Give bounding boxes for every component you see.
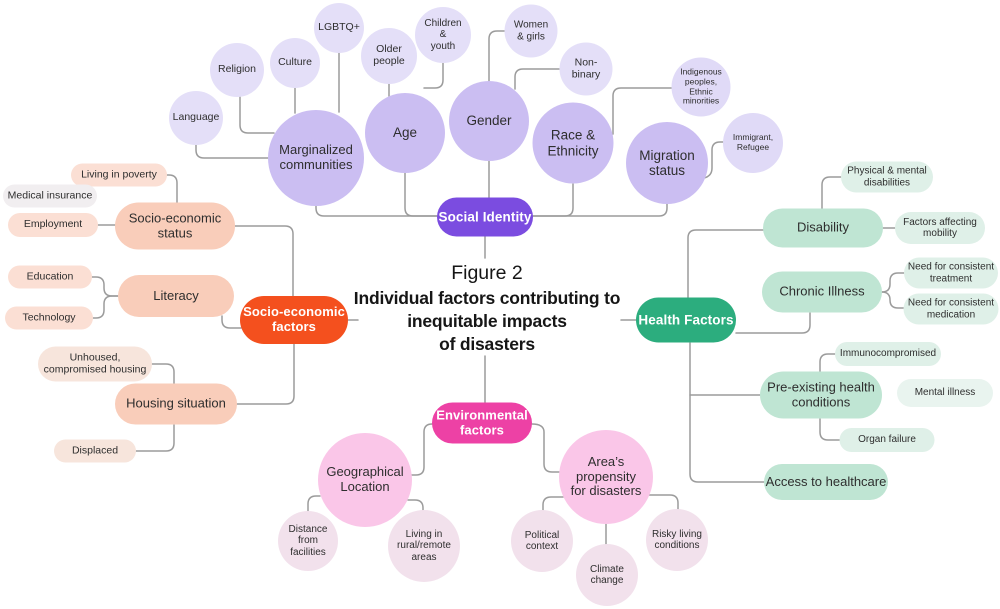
- hub-health-factors: Health Factors: [636, 297, 736, 343]
- node-immunocompromised: Immunocompromised: [835, 342, 941, 366]
- node-organ-failure: Organ failure: [839, 428, 935, 452]
- node-living-rural-remote: Living in rural/remote areas: [388, 510, 460, 582]
- node-language: Language: [169, 91, 223, 145]
- node-access-to-healthcare: Access to healthcare: [764, 464, 888, 500]
- node-chronic-illness: Chronic Illness: [762, 271, 882, 313]
- node-lgbtq: LGBTQ+: [314, 3, 364, 53]
- figure-title-line-1: Individual factors contributing to: [353, 288, 621, 308]
- node-geographical-location: Geographical Location: [318, 433, 412, 527]
- node-indigenous-minorities: Indigenous peoples, Ethnic minorities: [671, 57, 731, 117]
- node-displaced: Displaced: [54, 439, 136, 463]
- node-technology: Technology: [5, 306, 93, 330]
- node-migration-status: Migration status: [626, 122, 708, 204]
- node-need-consistent-medication: Need for consistent medication: [903, 293, 999, 325]
- node-socio-economic-status: Socio-economic status: [115, 202, 235, 250]
- figure-title: Figure 2 Individual factors contributing…: [272, 260, 702, 356]
- node-climate-change: Climate change: [576, 544, 638, 606]
- node-unhoused: Unhoused, compromised housing: [38, 346, 152, 382]
- figure-title-line-2: inequitable impacts: [407, 311, 567, 331]
- figure-title-line-3: of disasters: [439, 334, 535, 354]
- hub-social-identity: Social Identity: [437, 197, 533, 237]
- node-immigrant-refugee: Immigrant, Refugee: [723, 113, 783, 173]
- node-children-youth: Children & youth: [415, 7, 471, 63]
- node-gender: Gender: [449, 81, 529, 161]
- hub-socio-economic-factors: Socio-economic factors: [240, 296, 348, 344]
- hub-environmental-factors: Environmental factors: [432, 402, 532, 444]
- node-need-consistent-treatment: Need for consistent treatment: [904, 257, 998, 289]
- node-factors-affecting-mobility: Factors affecting mobility: [895, 212, 985, 244]
- node-women-girls: Women & girls: [504, 4, 558, 58]
- figure-number: Figure 2: [451, 262, 523, 284]
- node-physical-mental-disabilities: Physical & mental disabilities: [841, 161, 933, 193]
- node-education: Education: [8, 265, 92, 289]
- node-marginalized-communities: Marginalized communities: [268, 110, 364, 206]
- node-religion: Religion: [210, 43, 264, 97]
- node-medical-insurance: Medical insurance: [3, 184, 97, 208]
- node-age: Age: [365, 93, 445, 173]
- node-distance-from-facilities: Distance from facilities: [278, 511, 338, 571]
- node-disability: Disability: [763, 208, 883, 248]
- node-living-in-poverty: Living in poverty: [71, 163, 167, 187]
- node-employment: Employment: [8, 213, 98, 237]
- node-preexisting-health-conditions: Pre-existing health conditions: [760, 371, 882, 419]
- node-mental-illness: Mental illness: [897, 379, 993, 407]
- node-areas-propensity: Area’s propensity for disasters: [559, 430, 653, 524]
- node-non-binary: Non- binary: [559, 42, 613, 96]
- node-culture: Culture: [270, 38, 320, 88]
- node-risky-living-conditions: Risky living conditions: [646, 509, 708, 571]
- node-older-people: Older people: [361, 28, 417, 84]
- node-literacy: Literacy: [118, 275, 234, 317]
- node-race-ethnicity: Race & Ethnicity: [532, 102, 614, 184]
- node-political-context: Political context: [511, 510, 573, 572]
- node-housing-situation: Housing situation: [115, 383, 237, 425]
